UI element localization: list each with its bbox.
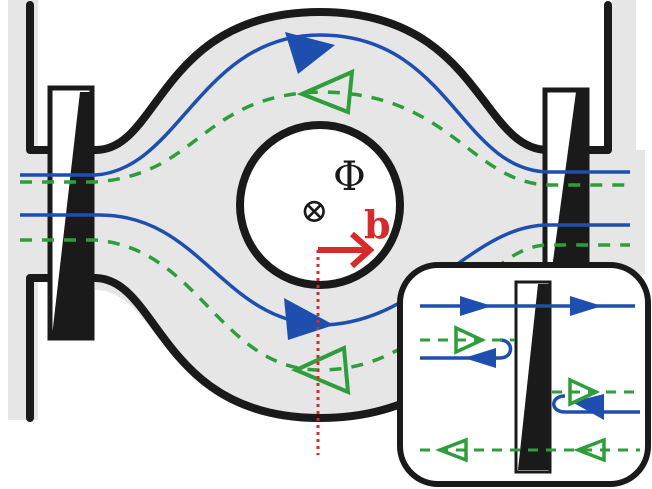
green-direction-markers bbox=[291, 68, 355, 396]
right-upper-channel bbox=[612, 0, 636, 160]
filled-triangle-arrow-icon bbox=[460, 296, 492, 316]
field-vector bbox=[316, 231, 375, 455]
left-gate bbox=[47, 85, 95, 341]
inset-gate-fill bbox=[518, 284, 549, 470]
open-triangle-arrow-icon bbox=[291, 345, 351, 396]
arrow-right-icon bbox=[350, 231, 375, 269]
circled-times-icon: ⊗ bbox=[300, 191, 329, 231]
field-label: b bbox=[364, 202, 391, 247]
green-upper-path bbox=[20, 90, 630, 187]
blue-upper-path bbox=[20, 33, 630, 177]
open-triangle-arrow-icon bbox=[435, 437, 468, 463]
inset-blue-reflect-right bbox=[552, 394, 640, 414]
filled-triangle-arrow-icon bbox=[284, 298, 334, 340]
filled-triangle-arrow-icon bbox=[285, 32, 335, 74]
inset-blue-reflect-left bbox=[420, 338, 513, 360]
blue-direction-markers bbox=[284, 32, 335, 340]
inset-green-markers bbox=[435, 325, 606, 463]
open-triangle-arrow-icon bbox=[454, 325, 487, 355]
flux-label: Φ bbox=[333, 154, 366, 200]
filled-triangle-arrow-icon bbox=[570, 296, 602, 316]
green-edge-paths bbox=[20, 90, 630, 372]
inset-zoom bbox=[397, 262, 651, 487]
open-triangle-arrow-icon bbox=[568, 377, 601, 407]
filled-triangle-arrow-icon bbox=[464, 348, 496, 368]
open-triangle-arrow-icon bbox=[573, 437, 606, 463]
inset-blue-markers bbox=[460, 296, 604, 420]
top-wall bbox=[26, 1, 612, 154]
open-triangle-arrow-icon bbox=[296, 68, 355, 115]
